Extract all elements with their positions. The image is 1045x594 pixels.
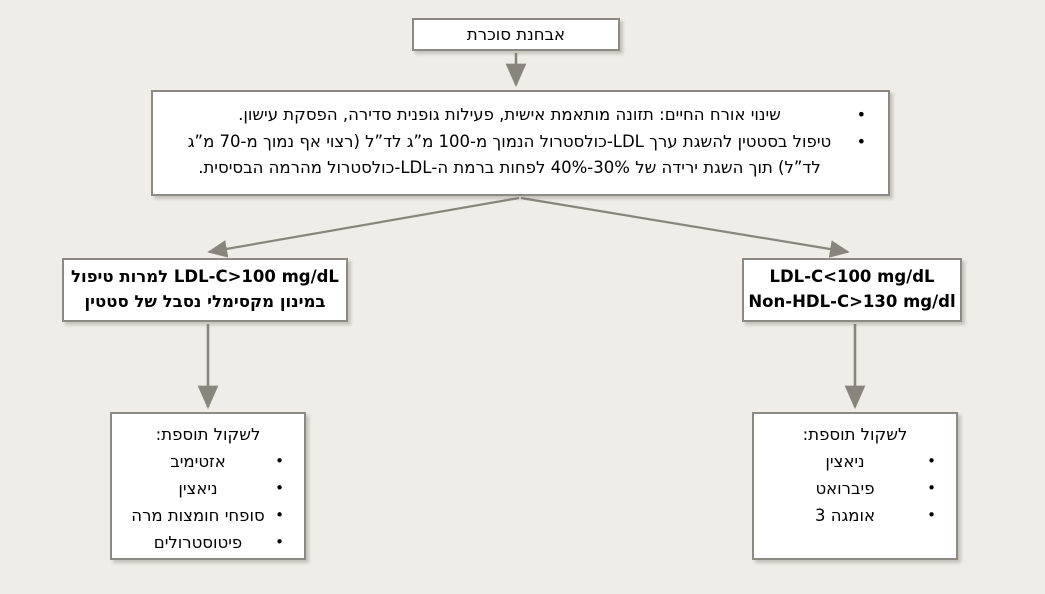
node-condition-ldl-below-100: LDL-C<100 mg/dL Non-HDL-C>130 mg/dl	[742, 258, 962, 322]
list-item: פיברואט	[768, 476, 936, 503]
connector-lifestyle-to-cond-right	[520, 196, 850, 258]
list-item: טיפול בסטטין להשגת ערך LDL-כולסטרול הנמו…	[169, 130, 866, 155]
list-item-continuation: לד”ל) תוך השגת ירידה של 30%-40% לפחות בר…	[198, 158, 821, 178]
node-addon-treatments-right: לשקול תוספת: ניאצין פיברואט אומגה 3	[752, 412, 958, 560]
list-item: ניאצין	[768, 449, 936, 476]
condition-line: Non-HDL-C>130 mg/dl	[748, 292, 956, 311]
list-item: שינוי אורח החיים: תזונה מותאמת אישית, פע…	[169, 103, 866, 128]
condition-line: LDL-C>100 mg/dL למרות טיפול	[71, 267, 339, 287]
addon-list-left: אזטימיב ניאצין סופחי חומצות מרה פיטוסטרו…	[126, 449, 290, 556]
node-diagnosis-label: אבחנת סוכרת	[466, 24, 566, 44]
connector-lifestyle-to-cond-left	[207, 196, 520, 258]
list-heading: לשקול תוספת:	[802, 425, 908, 444]
node-diabetes-diagnosis: אבחנת סוכרת	[412, 18, 620, 51]
condition-line: במינון מקסימלי נסבל של סטטין	[84, 292, 326, 311]
list-item: פיטוסטרולים	[126, 530, 284, 557]
node-addon-treatments-left: לשקול תוספת: אזטימיב ניאצין סופחי חומצות…	[110, 412, 306, 560]
addon-list-right: ניאצין פיברואט אומגה 3	[768, 449, 942, 529]
list-item: סופחי חומצות מרה	[126, 503, 284, 530]
condition-line: LDL-C<100 mg/dL	[769, 267, 935, 287]
lifestyle-bullet-list: שינוי אורח החיים: תזונה מותאמת אישית, פע…	[169, 103, 872, 183]
list-item: אומגה 3	[768, 503, 936, 530]
node-lifestyle-and-statin: שינוי אורח החיים: תזונה מותאמת אישית, פע…	[151, 90, 890, 196]
node-condition-ldl-above-100: LDL-C>100 mg/dL למרות טיפול במינון מקסימ…	[62, 258, 348, 322]
list-item: אזטימיב	[126, 449, 284, 476]
list-item: ניאצין	[126, 476, 284, 503]
list-heading: לשקול תוספת:	[155, 425, 261, 444]
